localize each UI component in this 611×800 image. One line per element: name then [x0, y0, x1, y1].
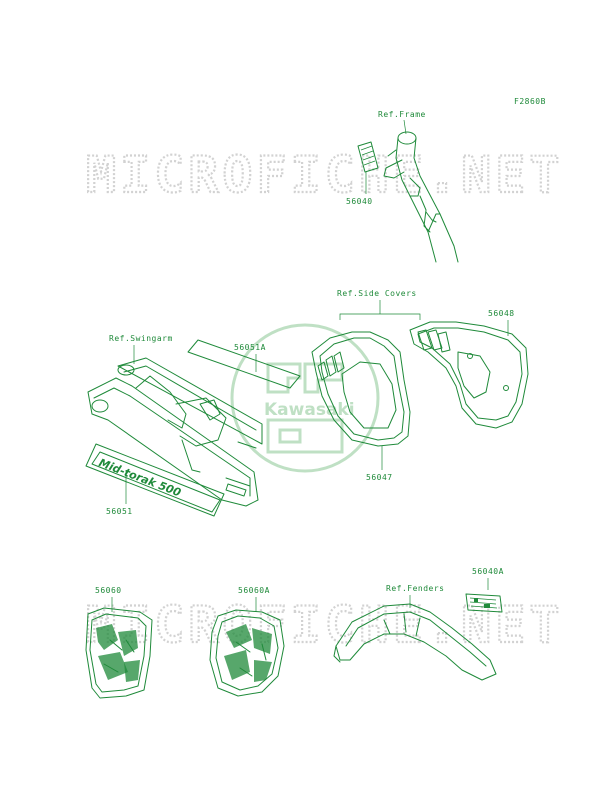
- figure-code: F2860B: [514, 97, 546, 106]
- label-56060: 56060: [95, 586, 122, 595]
- label-56047: 56047: [366, 473, 393, 482]
- side-cover-56047: [311, 331, 411, 447]
- label-56048: 56048: [488, 309, 515, 318]
- decal-56051: Mid-torak 500: [85, 443, 225, 517]
- watermark-bottom: MICROFICHE.NET: [86, 596, 563, 654]
- fender-drawing: [333, 603, 497, 681]
- label-ref-side-covers: Ref.Side Covers: [337, 289, 417, 298]
- label-56051a: 56051A: [234, 343, 266, 352]
- number-plate-56060: [85, 607, 153, 699]
- leader-ref-side-covers: [339, 300, 421, 320]
- label-ref-fenders: Ref.Fenders: [386, 584, 444, 593]
- number-plate-56060a: [209, 609, 285, 697]
- logo-text: Kawasaki: [264, 400, 355, 420]
- decal-56040a: [465, 593, 503, 613]
- label-56040: 56040: [346, 197, 373, 206]
- watermark-top: MICROFICHE.NET: [86, 146, 563, 204]
- label-ref-swingarm: Ref.Swingarm: [109, 334, 173, 343]
- frame-drawing: [383, 131, 459, 263]
- decal-56051-text: Mid-torak 500: [97, 456, 183, 499]
- decal-56051a: [187, 339, 301, 389]
- label-56060a: 56060A: [238, 586, 270, 595]
- label-ref-frame: Ref.Frame: [378, 110, 426, 119]
- decal-56040: [357, 141, 379, 173]
- side-cover-56048: [409, 321, 529, 429]
- label-56040a: 56040A: [472, 567, 504, 576]
- label-56051: 56051: [106, 507, 133, 516]
- swingarm-drawing: [87, 357, 263, 507]
